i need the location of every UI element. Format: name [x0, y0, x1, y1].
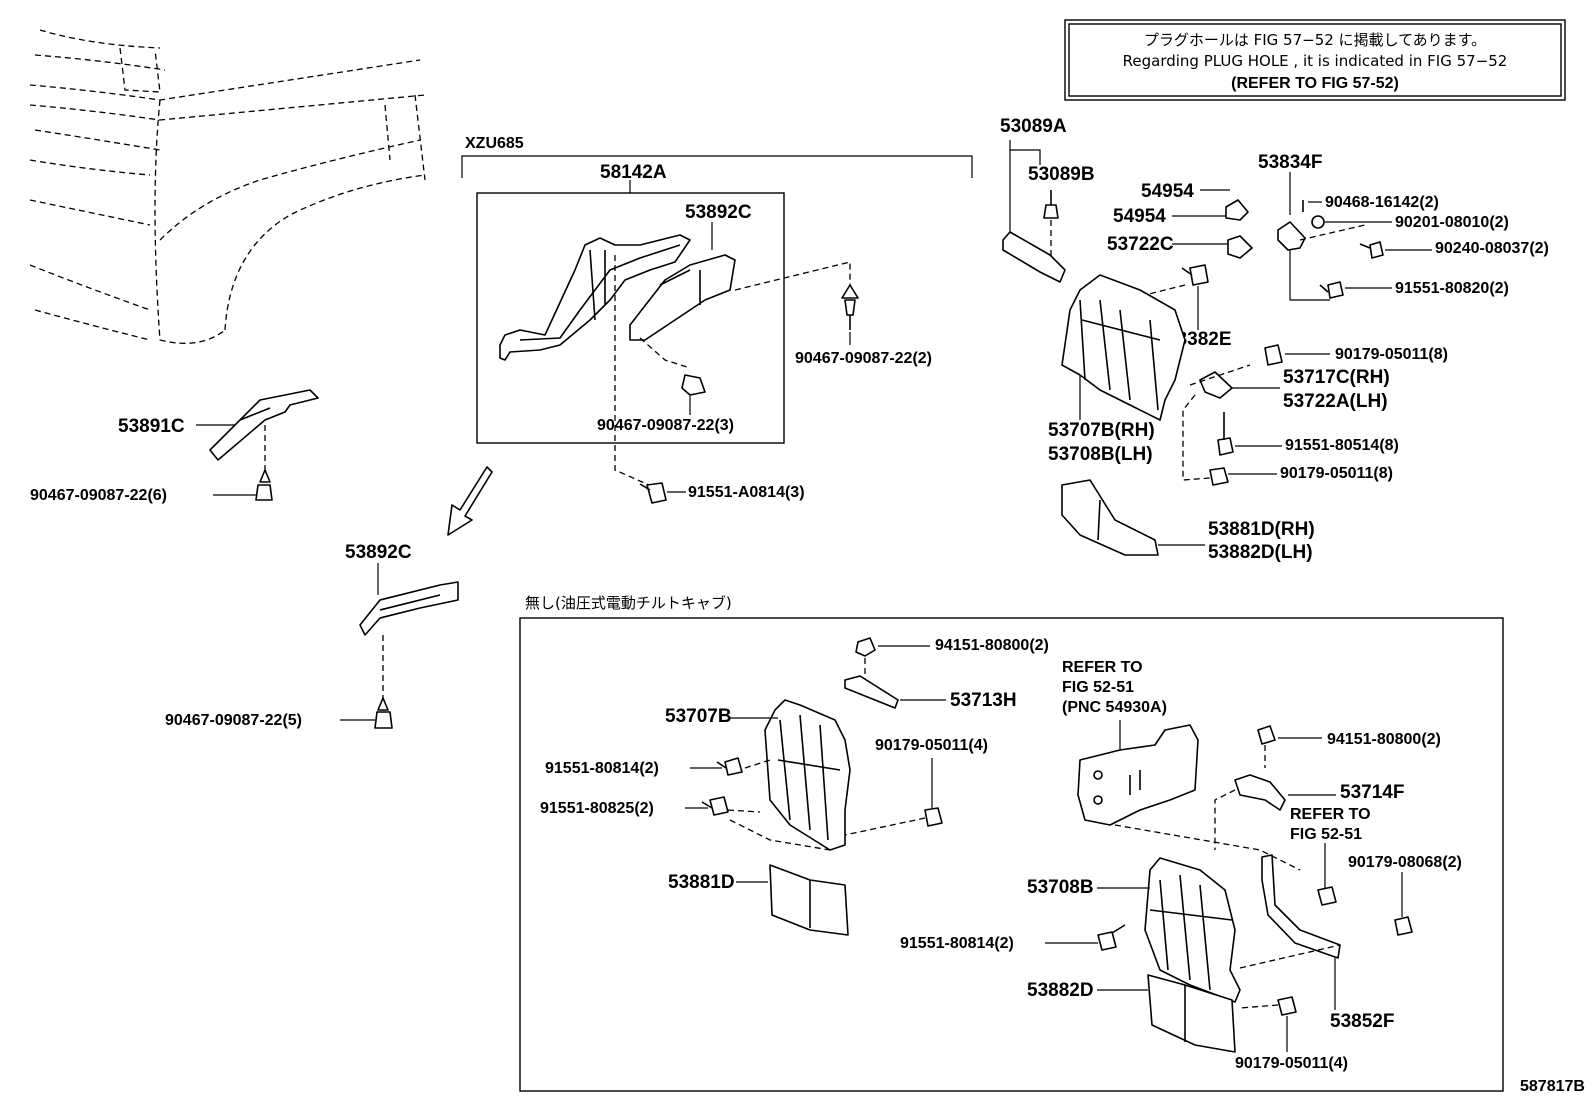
label-90179-4b: 90179-05011(4)	[1235, 1055, 1348, 1072]
mudguard-lower-right	[1144, 857, 1241, 1003]
label-94151-a: 94151-80800(2)	[935, 637, 1049, 654]
stay-53852F	[1261, 854, 1341, 959]
label-53717C-RH: 53717C(RH)	[1283, 367, 1390, 388]
ref1-line2: FIG 52-51	[1062, 679, 1134, 696]
label-90179-4a: 90179-05011(4)	[875, 737, 988, 754]
label-90201: 90201-08010(2)	[1395, 214, 1509, 231]
label-53708B-LH: 53708B(LH)	[1048, 444, 1153, 465]
ref1-line1: REFER TO	[1062, 659, 1143, 676]
label-91551-80820: 91551-80820(2)	[1395, 280, 1509, 297]
note-line-2: Regarding PLUG HOLE , it is indicated in…	[1123, 52, 1508, 70]
mudflap-upper	[1061, 479, 1159, 556]
label-91551-80814a: 91551-80814(2)	[545, 760, 659, 777]
label-90468: 90468-16142(2)	[1325, 194, 1439, 211]
mudguard-lower-left	[764, 699, 851, 851]
label-53834F: 53834F	[1258, 152, 1322, 173]
label-90179-08068: 90179-08068(2)	[1348, 854, 1462, 871]
label-94151-b: 94151-80800(2)	[1327, 731, 1441, 748]
label-90179-8b: 90179-05011(8)	[1280, 465, 1393, 482]
note-line-1: プラグホールは FIG 57−52 に掲載してあります。	[1144, 31, 1486, 49]
bracket-54930A	[1077, 724, 1199, 826]
label-53881D: 53881D	[668, 872, 735, 893]
label-53882D-LH: 53882D(LH)	[1208, 542, 1313, 563]
label-53892C-bottom: 53892C	[345, 542, 412, 563]
label-53714F: 53714F	[1340, 782, 1404, 803]
note-line-3: (REFER TO FIG 57-52)	[1231, 75, 1399, 92]
label-91551-80825: 91551-80825(2)	[540, 800, 654, 817]
ref2-line1: REFER TO	[1290, 806, 1371, 823]
label-91551-80514: 91551-80514(8)	[1285, 437, 1399, 454]
label-90240: 90240-08037(2)	[1435, 240, 1549, 257]
label-90467-6: 90467-09087-22(6)	[30, 487, 167, 504]
direction-arrow	[447, 466, 493, 536]
label-53722A-LH: 53722A(LH)	[1283, 391, 1388, 412]
label-90467-5: 90467-09087-22(5)	[165, 712, 302, 729]
figure-id: 587817B	[1520, 1078, 1585, 1095]
label-53891C: 53891C	[118, 416, 185, 437]
assembly-58142A-box	[476, 192, 785, 444]
part-53892C-lower-group: 53892C 90467-09087-22(5)	[165, 542, 459, 729]
mudflap-lower-left	[769, 864, 849, 936]
label-53722C: 53722C	[1107, 234, 1174, 255]
right-upper-group: 53089A 53089B 54954 54954 53722C 53834F …	[1000, 116, 1549, 563]
label-53707B: 53707B	[665, 706, 732, 727]
label-58142A: 58142A	[600, 162, 667, 183]
label-90179-8a: 90179-05011(8)	[1335, 346, 1448, 363]
ref1-line3: (PNC 54930A)	[1062, 699, 1167, 716]
label-53852F: 53852F	[1330, 1011, 1394, 1032]
label-90467-2: 90467-09087-22(2)	[795, 350, 932, 367]
cab-outline	[29, 29, 426, 344]
label-54954-b: 54954	[1113, 206, 1166, 227]
label-53713H: 53713H	[950, 690, 1017, 711]
label-54954-a: 54954	[1141, 181, 1194, 202]
label-53892C-top: 53892C	[685, 202, 752, 223]
label-90467-3: 90467-09087-22(3)	[597, 417, 734, 434]
label-53881D-RH: 53881D(RH)	[1208, 519, 1315, 540]
label-53707B-RH: 53707B(RH)	[1048, 420, 1155, 441]
tilt-cab-group: 無し(油圧式電動チルトキャブ) 94151-80800(2) 53713H 53…	[519, 594, 1504, 1092]
group-mu-label: 無し(油圧式電動チルトキャブ)	[525, 594, 732, 612]
tilt-cab-box	[519, 617, 1504, 1092]
label-53089B: 53089B	[1028, 164, 1095, 185]
label-91551-80814b: 91551-80814(2)	[900, 935, 1014, 952]
note-box: プラグホールは FIG 57−52 に掲載してあります。 Regarding P…	[1064, 19, 1566, 101]
xzu685-group: XZU685 58142A 53892C 90467-09087-22(2) 9…	[447, 135, 973, 536]
label-91551-A0814: 91551-A0814(3)	[688, 484, 805, 501]
part-53891C-group: 53891C 90467-09087-22(6)	[30, 389, 319, 504]
label-53882D: 53882D	[1027, 980, 1094, 1001]
label-53089A: 53089A	[1000, 116, 1067, 137]
group-xzu685-label: XZU685	[465, 135, 524, 152]
ref2-line2: FIG 52-51	[1290, 826, 1362, 843]
label-53708B: 53708B	[1027, 877, 1094, 898]
